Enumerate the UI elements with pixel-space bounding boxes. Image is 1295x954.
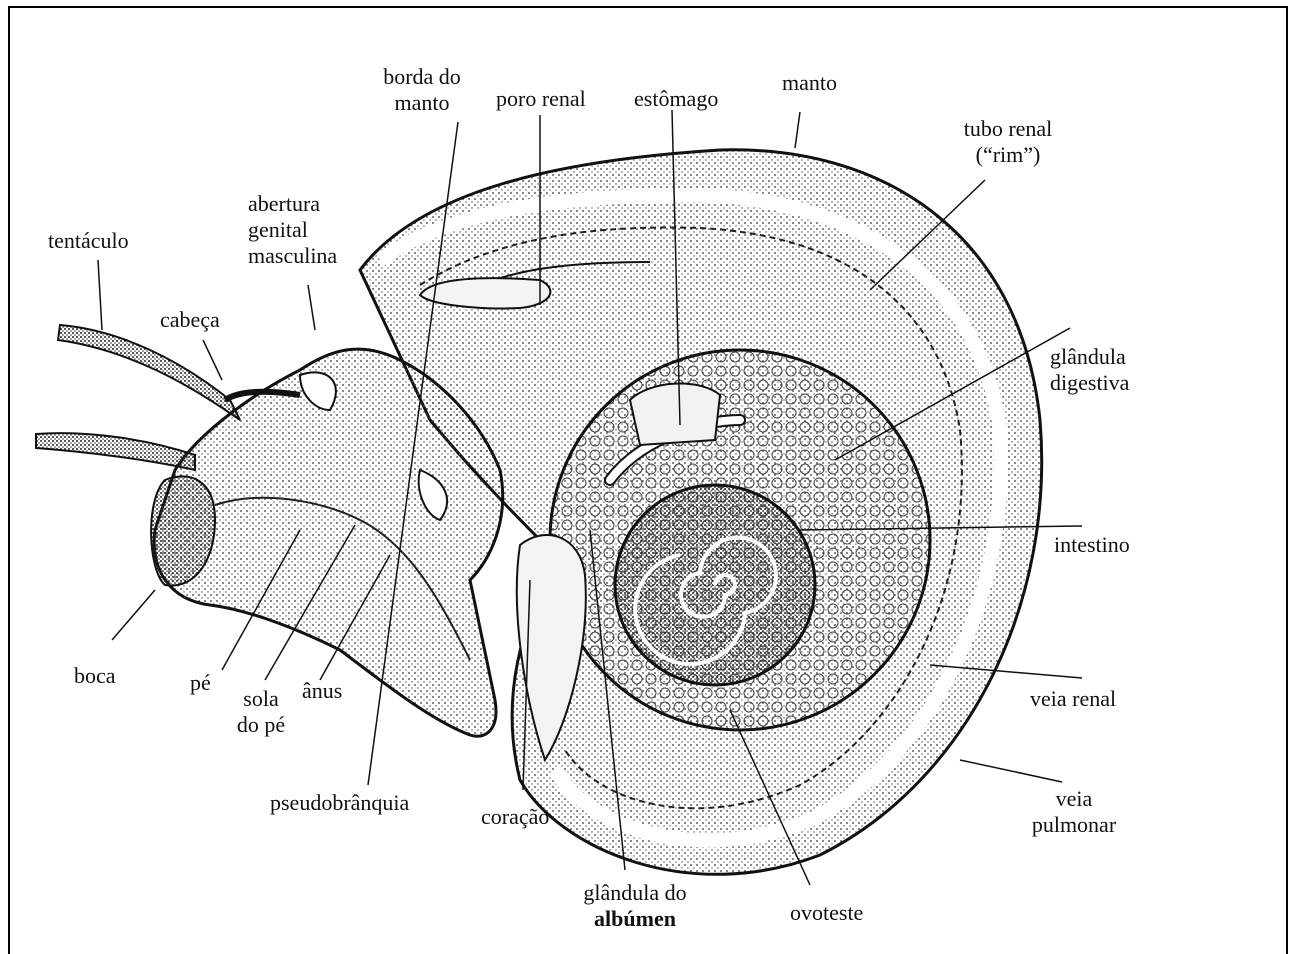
label-veia-pulmonar: veia pulmonar [1010,786,1138,838]
label-line: borda do [362,64,482,90]
label-glandula-do-albumen: glândula do albúmen [570,880,700,932]
label-glandula-digestiva: glândula digestiva [1050,344,1129,396]
label-manto: manto [782,70,837,96]
label-line: do pé [226,712,296,738]
label-cabeca: cabeça [160,307,220,333]
label-line: digestiva [1050,370,1129,396]
label-line: glândula do [570,880,700,906]
label-anus: ânus [302,678,342,704]
label-borda-do-manto: borda do manto [362,64,482,116]
ovotestis [615,485,815,685]
label-line: glândula [1050,344,1129,370]
label-tentaculo: tentáculo [48,228,129,254]
label-coracao: coração [481,804,549,830]
label-line: veia [1010,786,1138,812]
label-line: pulmonar [1010,812,1138,838]
label-line: abertura [248,191,337,217]
label-line: masculina [248,243,337,269]
label-tubo-renal: tubo renal (“rim”) [948,116,1068,168]
label-ovoteste: ovoteste [790,900,863,926]
stomach [630,384,720,445]
label-line: genital [248,217,337,243]
label-line: albúmen [570,906,700,932]
label-pe: pé [190,670,211,696]
label-line: sola [226,686,296,712]
label-poro-renal: poro renal [496,86,586,112]
label-veia-renal: veia renal [1030,686,1116,712]
label-line: (“rim”) [948,142,1068,168]
label-sola-do-pe: sola do pé [226,686,296,738]
label-estomago: estômago [634,86,718,112]
label-abertura-genital-masculina: abertura genital masculina [248,191,337,269]
label-line: tubo renal [948,116,1068,142]
label-line: manto [362,90,482,116]
label-pseudobranquia: pseudobrânquia [270,790,409,816]
label-boca: boca [74,663,116,689]
label-intestino: intestino [1054,532,1130,558]
